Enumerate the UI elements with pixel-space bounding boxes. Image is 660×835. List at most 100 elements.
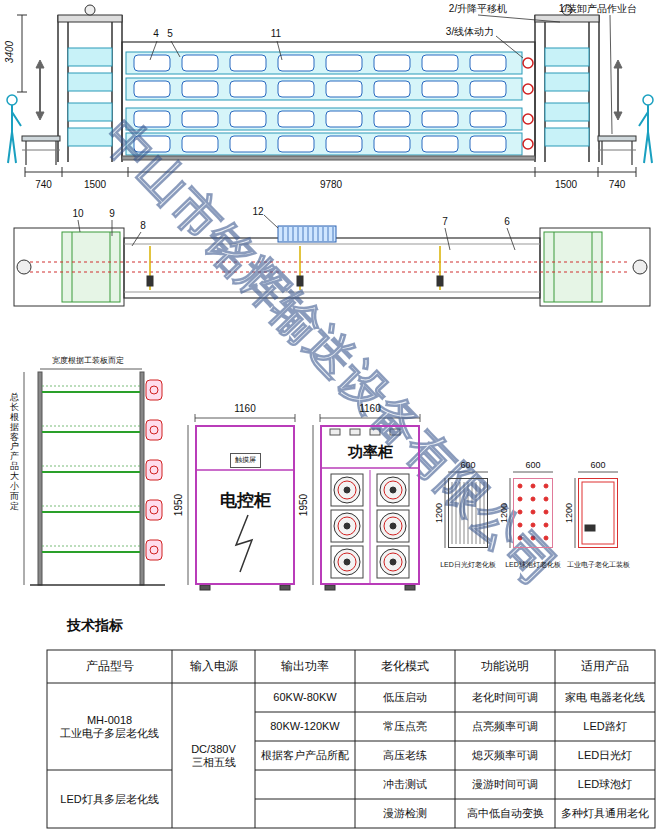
door-line xyxy=(322,467,418,469)
dimension-line xyxy=(313,425,314,585)
table-rule xyxy=(555,650,556,828)
fan-grille xyxy=(328,227,329,241)
loading-table xyxy=(22,136,60,141)
leader-line xyxy=(264,215,278,228)
rack-shelf xyxy=(42,511,140,513)
product-fixture xyxy=(326,111,362,127)
table-cell: 熄灭频率可调 xyxy=(455,741,555,770)
fan-ring xyxy=(380,549,406,575)
table-header: 功能说明 xyxy=(455,650,555,683)
table-rule xyxy=(172,650,173,828)
dimension-value: 600 xyxy=(590,460,605,470)
product-fixture xyxy=(470,55,506,71)
lightning-symbol xyxy=(236,515,252,572)
fan-hub xyxy=(390,487,396,493)
bulb-socket xyxy=(518,510,522,514)
chain-line xyxy=(30,261,630,262)
shelf-drive xyxy=(146,540,162,560)
dimension-line xyxy=(40,369,142,370)
lift-tower-plan xyxy=(62,232,120,302)
socket-box xyxy=(297,276,303,286)
spec-table-grid xyxy=(47,650,655,828)
callout-number: 7 xyxy=(442,216,448,228)
lift-carriage xyxy=(545,103,589,121)
table-rule xyxy=(355,650,356,828)
leader-line xyxy=(112,220,113,236)
tube-line xyxy=(472,482,473,544)
dimension-tick xyxy=(195,414,196,422)
callout-label: 1/装卸产品作业台 xyxy=(559,3,637,15)
dimension-value: 9780 xyxy=(320,179,342,191)
lift-motor xyxy=(85,5,95,15)
dimension-tick xyxy=(535,167,536,177)
meter-knob xyxy=(330,429,340,435)
fan-hub xyxy=(390,559,396,565)
node-text: 电控柜 xyxy=(220,491,271,511)
leader-line xyxy=(78,220,80,232)
socket-box xyxy=(437,276,443,286)
table-cell: 老化时间可调 xyxy=(455,683,555,712)
lift-arrow xyxy=(617,66,619,114)
arrow-head xyxy=(36,112,44,120)
bulb-socket xyxy=(531,497,535,501)
door-line xyxy=(370,470,371,583)
product-fixture xyxy=(230,81,266,97)
drive-wheel xyxy=(150,466,158,474)
dimension-value: 1200 xyxy=(434,503,444,523)
callout-number: 6 xyxy=(504,216,510,228)
bulb-socket xyxy=(544,484,548,488)
table-rail xyxy=(22,150,60,151)
product-fixture xyxy=(326,81,362,97)
dimension-value: 1160 xyxy=(359,403,381,415)
table-leg xyxy=(631,141,632,165)
fan-grille xyxy=(308,227,309,241)
dimension-value: 740 xyxy=(609,179,626,191)
dimension-tick xyxy=(25,167,26,177)
table-cell: 冲击测试 xyxy=(355,770,455,799)
fan-frame xyxy=(377,546,409,578)
product-fixture xyxy=(182,55,218,71)
note: 宽度根据工装板而定 xyxy=(52,356,124,365)
tube-line xyxy=(456,482,457,544)
table-border xyxy=(47,650,655,828)
fan-grille xyxy=(288,227,289,241)
table-rule xyxy=(455,650,456,828)
fan-frame xyxy=(377,510,409,542)
table-cell: 60KW-80KW xyxy=(255,683,355,712)
dimension-line xyxy=(25,172,636,173)
table-leg xyxy=(25,141,26,165)
table-cell: 点亮频率可调 xyxy=(455,712,555,741)
fan-grille xyxy=(303,227,304,241)
fan-ring xyxy=(334,513,360,539)
product-fixture xyxy=(182,111,218,127)
table-leg xyxy=(55,141,56,165)
tube-line xyxy=(460,482,461,544)
meter-knob xyxy=(370,429,380,435)
dimension-tick xyxy=(320,414,321,422)
shelf-drive xyxy=(146,420,162,440)
fan-frame xyxy=(331,510,363,542)
shelf-rail xyxy=(42,386,140,387)
tube-line xyxy=(484,482,485,544)
shelf-rail xyxy=(42,466,140,467)
product-fixture xyxy=(374,111,410,127)
product-fixture xyxy=(134,111,170,127)
bulb-socket xyxy=(544,510,548,514)
shelf-drive xyxy=(146,380,162,400)
drive-motor xyxy=(523,114,533,124)
dimension-tick xyxy=(17,92,27,93)
dimension-value: 600 xyxy=(525,460,540,470)
bulb-socket xyxy=(531,510,535,514)
operator-head xyxy=(7,95,17,105)
product-fixture xyxy=(470,136,506,152)
drive-wheel xyxy=(150,426,158,434)
bulb-socket xyxy=(544,536,548,540)
tube-line xyxy=(476,482,477,544)
product-fixture xyxy=(422,136,458,152)
node-text: LED日光灯老化板 xyxy=(440,561,496,569)
fan-frame xyxy=(377,474,409,506)
dimension-tick xyxy=(295,414,296,422)
dimension-value: 740 xyxy=(35,179,52,191)
table-cell: 漫游检测 xyxy=(355,799,455,828)
dimension-tick xyxy=(62,167,63,177)
